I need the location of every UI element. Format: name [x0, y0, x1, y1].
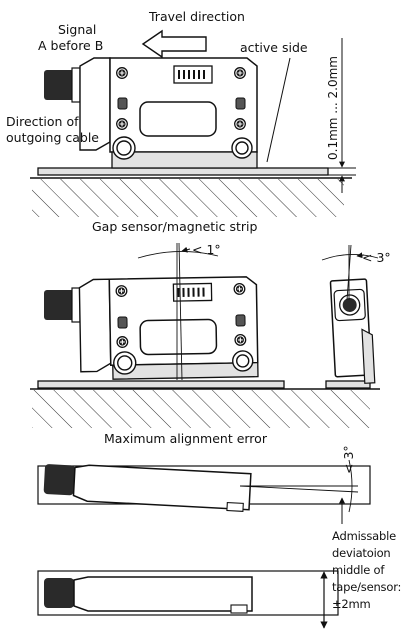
sensor-straight-top-view: [73, 576, 253, 612]
travel-direction-arrow-icon: [141, 29, 207, 59]
alignment-diagram: < 1° < 3°: [30, 242, 391, 428]
sensor-side-view: [329, 278, 376, 384]
deviation-label: Admissable: [332, 529, 396, 543]
status-led-icon: [235, 97, 246, 110]
ground-hatching: [32, 390, 370, 428]
mount-screw-icon: [116, 118, 128, 130]
angle-one-degree-label: < 1°: [192, 242, 221, 257]
caption-alignment: Maximum alignment error: [104, 431, 267, 446]
sensor-tilted-view: [78, 276, 259, 380]
signal-label: Signal: [58, 22, 97, 37]
magnetic-strip: [37, 380, 285, 389]
connector-pins-icon: [172, 282, 213, 302]
deviation-label-2: deviatoion: [332, 546, 391, 560]
gap-range-label: 0.1mm ... 2.0mm: [326, 56, 340, 160]
status-led-icon: [117, 97, 128, 110]
sensor-front-view: [79, 57, 258, 169]
mount-screw-icon: [234, 67, 246, 79]
angle-three-degree-side-label: < 3°: [341, 445, 356, 474]
connector-pins-icon: [173, 65, 213, 84]
caption-gap: Gap sensor/magnetic strip: [92, 219, 258, 234]
cable: [44, 70, 74, 100]
angle-three-degree-top-label: < 3°: [362, 250, 391, 265]
deviation-diagram: < 3°: [37, 445, 371, 629]
deviation-label-3: middle of: [332, 563, 385, 577]
mount-screw-icon: [116, 67, 128, 79]
cable-direction-label: Direction of: [6, 114, 79, 129]
deviation-label-5: ±2mm: [332, 597, 371, 611]
gap-diagram: 0.1mm ... 2.0mm: [30, 29, 356, 217]
deviation-label-4: tape/sensor:: [332, 580, 402, 594]
sensor-window: [139, 101, 217, 137]
active-side-label: active side: [240, 40, 308, 55]
magnetic-strip-side: [325, 380, 371, 389]
cable-direction-label-2: outgoing cable: [6, 130, 99, 145]
mount-screw-icon: [234, 118, 246, 130]
ground-hatching: [32, 179, 344, 217]
sensor-angled-top-view: [43, 464, 252, 512]
signal-order-label: A before B: [38, 38, 104, 53]
travel-direction-label: Travel direction: [149, 9, 245, 24]
magnetic-strip: [37, 167, 329, 176]
